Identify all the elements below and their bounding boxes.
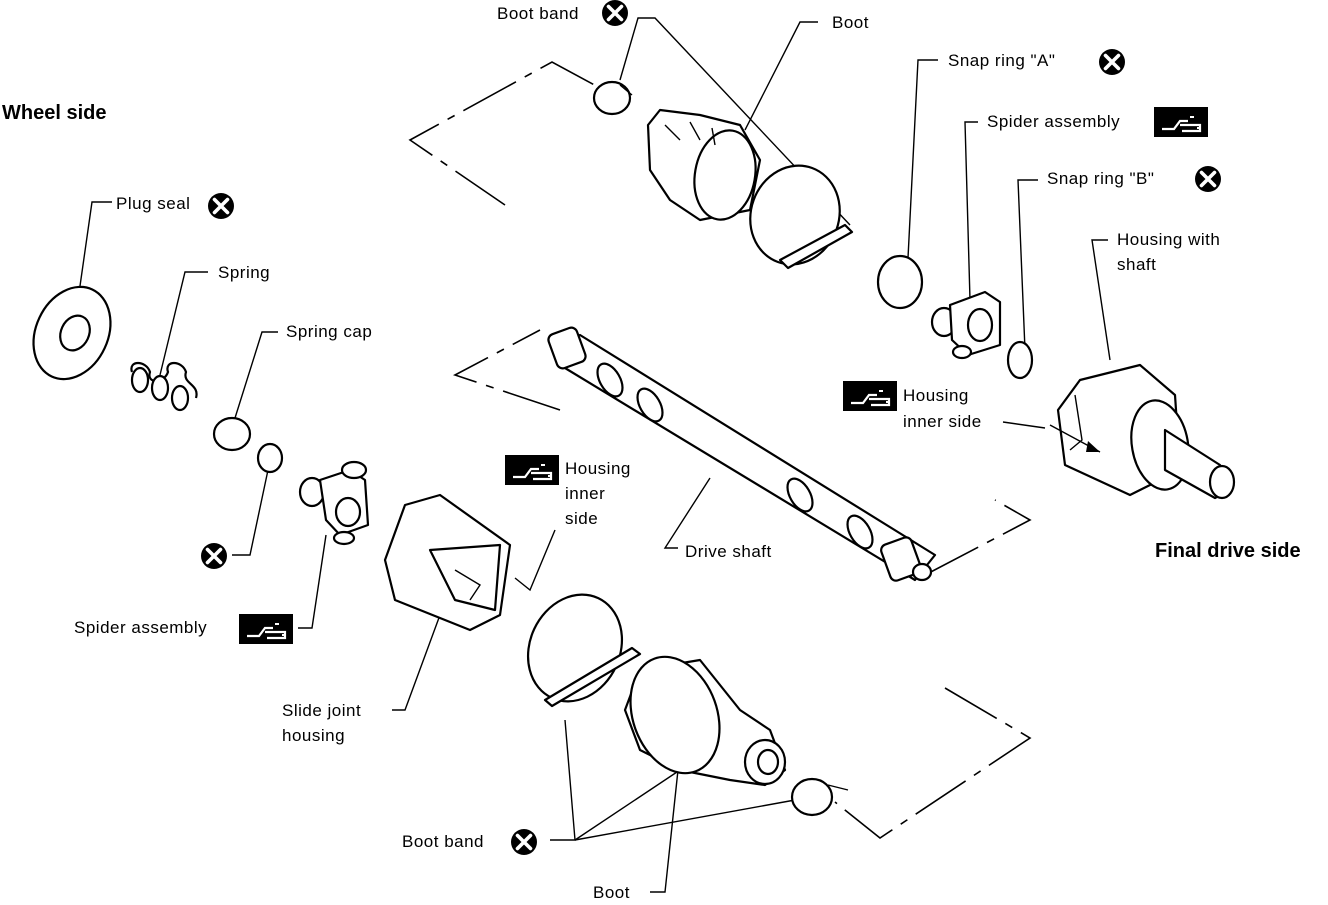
- housing-inner-side-mid-label-line3: side: [565, 509, 599, 528]
- wheel-side-title: Wheel side: [2, 102, 107, 124]
- small-snap-ring-part: [256, 442, 284, 474]
- spider-assembly-left-part: [298, 460, 370, 546]
- replace-icon: [1193, 164, 1223, 194]
- slide-joint-housing-label-line1: Slide joint: [282, 701, 362, 720]
- replace-icon: [600, 0, 630, 28]
- snap-ring-a-part: [876, 254, 924, 310]
- final-drive-side-title: Final drive side: [1155, 540, 1301, 562]
- drive-shaft-part: [547, 326, 937, 582]
- boot-band-top-part: [592, 80, 633, 116]
- grease-icon: [503, 453, 561, 487]
- slide-joint-housing-part: [383, 493, 512, 632]
- grease-icon: [1152, 105, 1210, 139]
- snap-ring-a-label: Snap ring "A": [948, 51, 1056, 70]
- spider-assembly-right-part: [930, 290, 1002, 360]
- plug-seal-label: Plug seal: [116, 194, 191, 213]
- housing-inner-side-mid-label-line2: inner: [565, 484, 606, 503]
- replace-icon: [1097, 47, 1127, 77]
- plug-seal-part: [32, 285, 112, 381]
- snap-ring-b-part: [1006, 340, 1034, 380]
- slide-joint-housing-label-line2: housing: [282, 726, 346, 745]
- boot-band-bottom-label: Boot band: [402, 832, 485, 851]
- boot-top-label: Boot: [832, 13, 869, 32]
- spring-cap-part: [212, 416, 252, 452]
- replace-icon: [206, 191, 236, 221]
- housing-with-shaft-label-line2: shaft: [1117, 255, 1157, 274]
- leader-lines: [77, 17, 1111, 893]
- spider-assembly-left-label: Spider assembly: [74, 618, 208, 637]
- grease-icon: [237, 612, 295, 646]
- boot-band-bottom-large-part: [526, 593, 642, 708]
- replace-icon: [509, 827, 539, 857]
- snap-ring-b-label: Snap ring "B": [1047, 169, 1155, 188]
- replace-icon: [199, 541, 229, 571]
- boot-band-top-large-part: [749, 164, 854, 270]
- boot-top-part: [646, 108, 762, 222]
- boot-bottom-part: [623, 655, 787, 787]
- spring-part: [130, 361, 198, 412]
- spring-cap-label: Spring cap: [286, 322, 373, 341]
- housing-with-shaft-label-line1: Housing with: [1117, 230, 1221, 249]
- boot-band-top-label: Boot band: [497, 4, 580, 23]
- grease-icon: [841, 379, 899, 413]
- spring-label: Spring: [218, 263, 271, 282]
- drive-shaft-label: Drive shaft: [685, 542, 772, 561]
- housing-inner-side-right-label-line2: inner side: [903, 412, 982, 431]
- spider-assembly-right-label: Spider assembly: [987, 112, 1121, 131]
- housing-inner-side-mid-label-line1: Housing: [565, 459, 631, 478]
- boot-band-bottom-small-part: [790, 777, 849, 817]
- assembly-centerlines: [408, 61, 1032, 839]
- boot-bottom-label: Boot: [593, 883, 630, 902]
- housing-with-shaft-part: [1049, 363, 1236, 500]
- housing-inner-side-right-label-line1: Housing: [903, 386, 969, 405]
